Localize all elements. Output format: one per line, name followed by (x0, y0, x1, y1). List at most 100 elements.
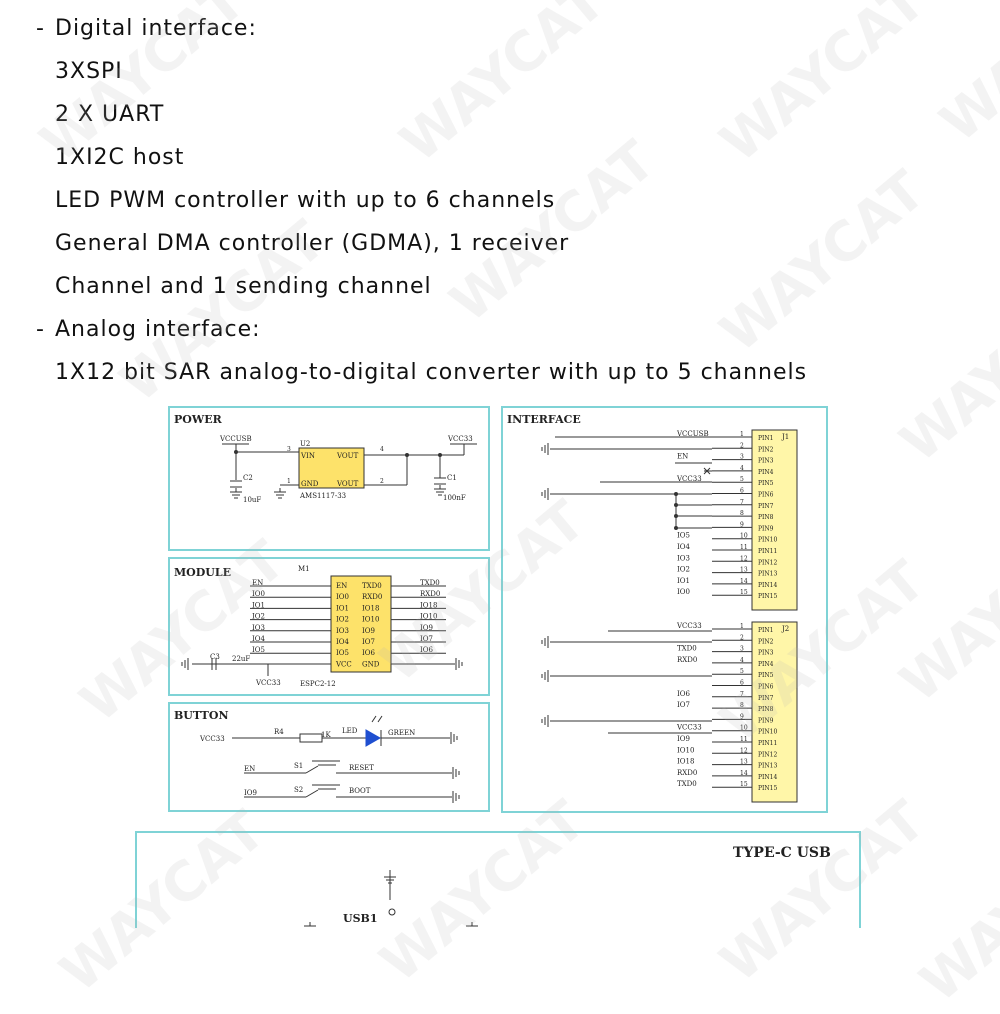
m1-part: ESPC2-12 (300, 680, 336, 688)
header-pin-label: PIN11 (758, 740, 777, 747)
header-pin-num: 7 (740, 691, 744, 698)
header-pin-num: 3 (740, 646, 744, 653)
u2-vout2: VOUT (336, 480, 359, 488)
header-net: IO9 (677, 735, 690, 743)
module-net-right: IO18 (420, 601, 437, 609)
header-pin-num: 14 (740, 578, 748, 585)
bullet-dash: - (36, 16, 45, 41)
module-vcc33: VCC33 (255, 679, 281, 687)
no-connect (703, 467, 711, 475)
reset-label: RESET (349, 764, 374, 772)
module-net-left: IO4 (252, 635, 266, 643)
header-pin-num: 2 (740, 634, 744, 641)
spec-text: -Digital interface: 3XSPI 2 X UART 1XI2C ho… (0, 0, 1000, 395)
header-net: IO7 (677, 701, 690, 709)
header-pin-num: 11 (740, 736, 748, 743)
usb-title: TYPE-C USB (733, 845, 831, 861)
module-net-left: IO1 (252, 601, 265, 609)
header-pin-num: 13 (740, 759, 748, 766)
header-pin-label: PIN6 (758, 492, 774, 499)
header-net: VCC33 (676, 622, 702, 630)
header-pin-num: 3 (740, 454, 744, 461)
s1-label: S1 (294, 762, 303, 770)
header-pin-num: 9 (740, 713, 744, 720)
m1-left-pin: IO2 (336, 616, 349, 624)
usb-frame (135, 831, 861, 928)
c3-value: 22uF (232, 655, 250, 663)
junction-dot (674, 514, 678, 518)
module-net-right: RXD0 (420, 590, 440, 598)
header-pin-num: 10 (740, 533, 748, 540)
header-pin-num: 10 (740, 725, 748, 732)
spec-item: 1XI2C host (55, 145, 184, 170)
junction-dot (234, 450, 238, 454)
vccusb-label: VCCUSB (219, 435, 252, 443)
header-net: TXD0 (677, 645, 697, 653)
module-net-left: EN (252, 579, 263, 587)
header-pin-label: PIN6 (758, 684, 774, 691)
header-net: IO2 (677, 566, 690, 574)
c3-label: C3 (210, 653, 220, 661)
header-pin-num: 15 (740, 781, 748, 788)
u2-chip (298, 447, 365, 489)
header-ref: J2 (781, 625, 789, 633)
header-pin-label: PIN11 (758, 548, 777, 555)
header-net: VCCUSB (676, 430, 709, 438)
spec-item: LED PWM controller with up to 6 channels (55, 188, 555, 213)
spec-item: 2 X UART (55, 102, 164, 127)
power-title: POWER (174, 413, 223, 426)
header-net: IO10 (677, 746, 694, 754)
header-pin-num: 15 (740, 589, 748, 596)
led-icon (365, 729, 382, 747)
header-net: RXD0 (677, 656, 697, 664)
m1-left-pin: IO5 (336, 649, 349, 657)
m1-right-pin: IO7 (362, 638, 375, 646)
s1-contact (305, 765, 319, 774)
m1-chip (330, 575, 392, 673)
c1-value: 100nF (443, 494, 466, 502)
u2-vout: VOUT (336, 452, 359, 460)
module-frame (168, 557, 490, 696)
s2-contact (305, 789, 319, 798)
module-net-left: IO0 (252, 590, 265, 598)
header-pin-label: PIN15 (758, 593, 777, 600)
header-pin-num: 5 (740, 668, 744, 675)
header-pin-num: 14 (740, 770, 748, 777)
header-net: EN (677, 453, 688, 461)
module-title: MODULE (174, 566, 231, 579)
header-pin-num: 4 (740, 465, 744, 472)
interface-title: INTERFACE (507, 413, 581, 426)
module-net-right: IO9 (420, 624, 433, 632)
header-pin-label: PIN13 (758, 763, 777, 770)
r4-resistor (299, 733, 323, 743)
header-ref: J1 (781, 433, 789, 441)
spec-text-line: 3XSPI (55, 59, 123, 84)
header-pin-label: PIN14 (758, 774, 777, 781)
m1-right-pin: TXD0 (362, 582, 382, 590)
header-pin-num: 12 (740, 555, 748, 562)
spec-heading: -Digital interface: (36, 16, 257, 41)
header-pin-num: 8 (740, 510, 744, 517)
c1-label: C1 (447, 474, 457, 482)
spec-text-line: 2 X UART (55, 102, 165, 127)
spec-heading: -Analog interface: (36, 317, 261, 342)
m1-right-pin: RXD0 (362, 593, 382, 601)
m1-left-pin: IO0 (336, 593, 349, 601)
header-pin-num: 8 (740, 702, 744, 709)
header-pin-num: 9 (740, 521, 744, 528)
spec-text-line: LED PWM controller with up to 6 channels (55, 188, 556, 213)
junction-dot (674, 492, 678, 496)
header-pin-label: PIN12 (758, 751, 777, 758)
r4-label: R4 (274, 728, 284, 736)
u2-ref: U2 (300, 440, 310, 448)
header-pin-num: 13 (740, 567, 748, 574)
module-net-left: IO2 (252, 613, 265, 621)
header-pin-label: PIN9 (758, 717, 774, 724)
pin-num: 1 (287, 478, 291, 485)
header-pin-label: PIN8 (758, 514, 774, 521)
interface-frame (501, 406, 828, 813)
header-pin-num: 6 (740, 680, 744, 687)
c2-value: 10uF (243, 496, 261, 504)
led-ray (371, 715, 377, 723)
